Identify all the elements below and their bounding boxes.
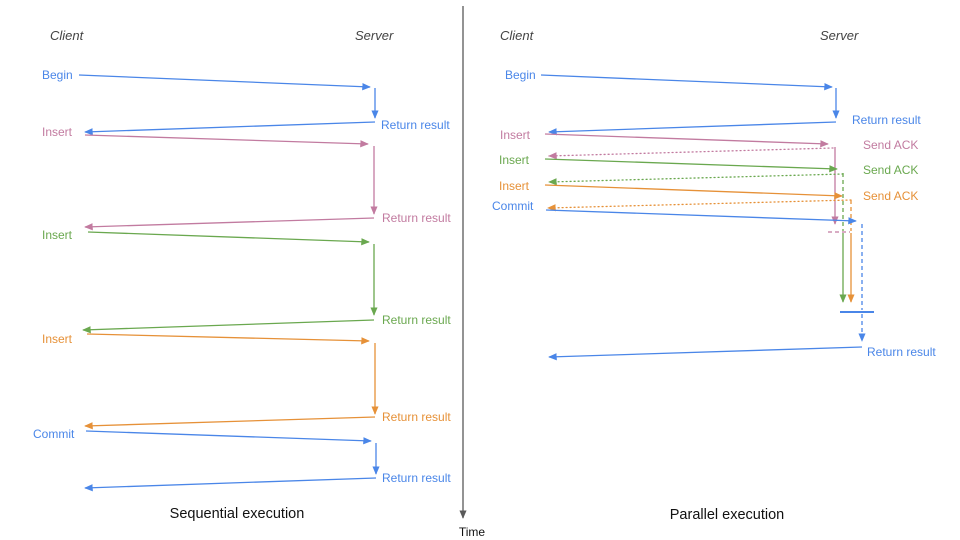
- seq-commit-return-label: Return result: [382, 471, 451, 485]
- par-insert1-ack-label: Send ACK: [863, 138, 918, 152]
- seq-commit-return-arrow: [84, 477, 377, 492]
- par-begin-return-label: Return result: [852, 113, 921, 127]
- seq-commit-label: Commit: [33, 427, 75, 441]
- par-server-column-header: Server: [820, 28, 859, 43]
- parallel-title: Parallel execution: [670, 507, 784, 523]
- par-insert3-ack-arrow: [547, 199, 852, 212]
- seq-insert2-request-arrow: [87, 231, 370, 246]
- time-axis: Time: [459, 6, 486, 539]
- seq-insert1-request-arrow: [84, 134, 369, 148]
- seq-insert3-return-label: Return result: [382, 410, 451, 424]
- par-insert1-request-arrow: [544, 133, 829, 148]
- seq-insert2-return-arrow: [82, 319, 375, 334]
- seq-insert3-return-arrow: [84, 416, 376, 430]
- par-commit-return-arrow: [548, 346, 863, 361]
- seq-insert3-request-arrow: [86, 333, 370, 345]
- par-insert2-ack-label: Send ACK: [863, 163, 918, 177]
- sequential-panel: Client Server Begin Return result Insert…: [33, 28, 451, 522]
- par-insert2-label: Insert: [499, 153, 530, 167]
- par-insert3-ack-label: Send ACK: [863, 189, 918, 203]
- par-insert3-label: Insert: [499, 179, 530, 193]
- par-insert2-request-arrow: [544, 158, 838, 173]
- seq-insert1-return-label: Return result: [382, 211, 451, 225]
- seq-begin-label: Begin: [42, 68, 73, 82]
- par-client-column-header: Client: [500, 28, 535, 43]
- seq-server-column-header: Server: [355, 28, 394, 43]
- par-commit-request-arrow: [545, 209, 857, 225]
- par-insert2-ack-arrow: [548, 173, 844, 186]
- seq-begin-return-arrow: [84, 121, 376, 136]
- seq-insert3-label: Insert: [42, 332, 73, 346]
- par-insert1-label: Insert: [500, 128, 531, 142]
- parallel-panel: Client Server Begin Return result Insert…: [492, 28, 936, 523]
- seq-begin-return-label: Return result: [381, 118, 450, 132]
- par-insert1-ack-arrow: [548, 147, 834, 160]
- seq-insert2-return-label: Return result: [382, 313, 451, 327]
- sequential-title: Sequential execution: [170, 506, 305, 522]
- seq-insert1-label: Insert: [42, 125, 73, 139]
- seq-commit-request-arrow: [85, 430, 372, 445]
- seq-client-column-header: Client: [50, 28, 85, 43]
- par-begin-return-arrow: [548, 121, 837, 136]
- seq-begin-request-arrow: [78, 74, 371, 91]
- par-commit-return-label: Return result: [867, 345, 936, 359]
- par-commit-label: Commit: [492, 199, 534, 213]
- seq-insert1-return-arrow: [84, 217, 375, 231]
- seq-insert2-label: Insert: [42, 228, 73, 242]
- par-begin-label: Begin: [505, 68, 536, 82]
- par-insert3-request-arrow: [544, 184, 843, 200]
- time-axis-label: Time: [459, 525, 486, 539]
- par-begin-request-arrow: [540, 74, 833, 91]
